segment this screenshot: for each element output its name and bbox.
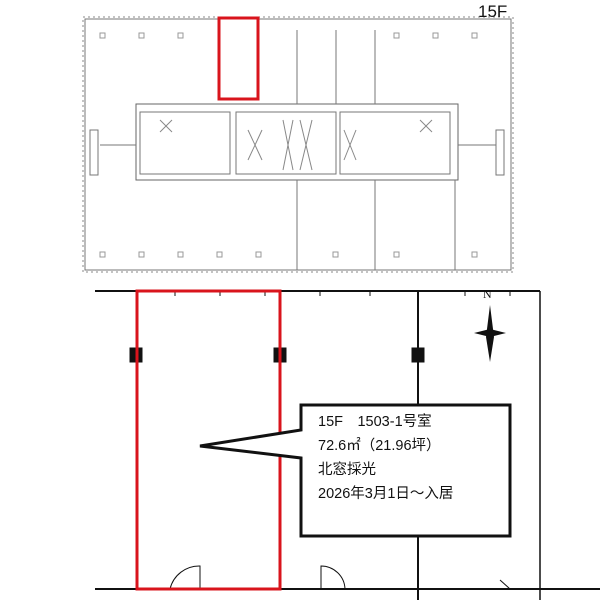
unit-lighting: 北窓採光 <box>318 462 376 478</box>
unit-number: 15F 1503-1号室 <box>318 414 432 430</box>
floor-label: 15F <box>478 2 508 21</box>
compass-icon <box>474 305 506 362</box>
highlighted-unit-overview <box>217 16 260 101</box>
unit-info: 15F 1503-1号室 72.6㎡（21.96坪） 北窓採光 2026年3月1… <box>318 410 453 506</box>
north-label: N <box>483 287 492 301</box>
unit-availability: 2026年3月1日～入居 <box>318 486 454 502</box>
callout-box <box>199 403 512 538</box>
overview-plan <box>82 16 514 273</box>
unit-area: 72.6㎡（21.96坪） <box>318 438 441 454</box>
